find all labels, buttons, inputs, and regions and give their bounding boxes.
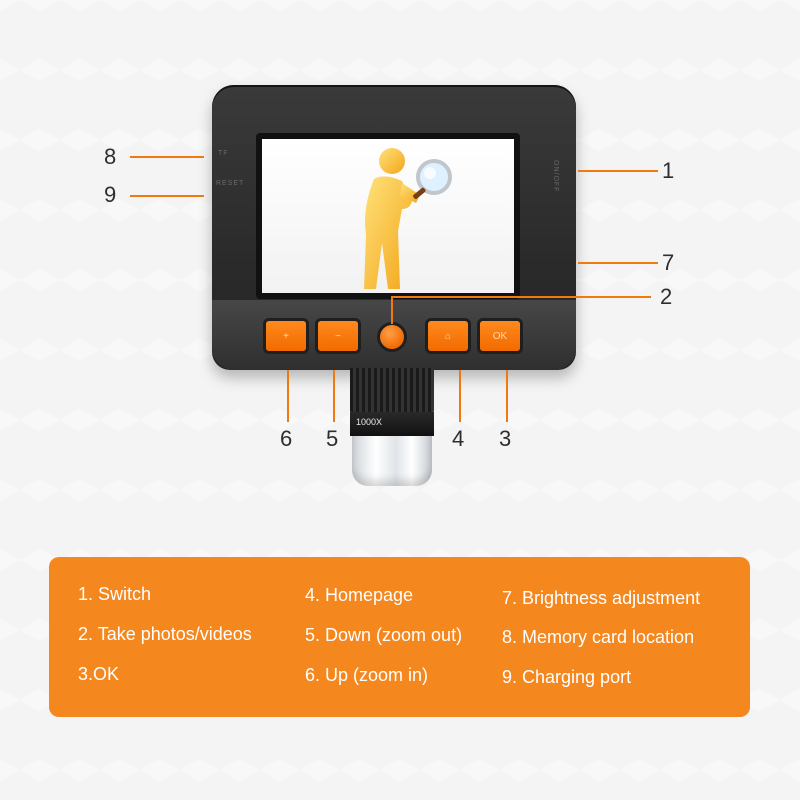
legend-item-take-photos: 2. Take photos/videos (78, 624, 252, 644)
legend-item-charging: 9. Charging port (502, 667, 632, 687)
callout-line-2-v (391, 296, 393, 324)
display-screen (262, 139, 514, 293)
power-mark: ON/OFF (552, 160, 559, 193)
lens-label: 1000X (350, 412, 434, 436)
legend-item-ok: 3.OK (78, 664, 120, 684)
led-lens (352, 436, 432, 486)
callout-8: 8 (104, 144, 117, 169)
callout-1: 1 (662, 158, 675, 183)
callout-line-8 (130, 156, 204, 158)
home-button[interactable]: ⌂ (428, 321, 468, 351)
callout-4: 4 (452, 426, 465, 451)
callout-line-5 (333, 370, 335, 422)
callout-line-3 (506, 370, 508, 422)
zoom-in-button[interactable]: + (266, 321, 306, 351)
capture-button[interactable] (380, 325, 404, 349)
zoom-out-button[interactable]: − (318, 321, 358, 351)
legend-panel (49, 557, 750, 717)
callout-9: 9 (104, 182, 117, 207)
callout-line-1 (578, 170, 658, 172)
callout-line-9 (130, 195, 204, 197)
callout-6: 6 (280, 426, 293, 451)
callout-line-2-h (391, 296, 651, 298)
callout-5: 5 (326, 426, 339, 451)
tf-mark: TF (218, 150, 229, 157)
callout-line-4 (459, 370, 461, 422)
legend-item-zoom-in: 6. Up (zoom in) (305, 665, 429, 685)
callout-7: 7 (662, 250, 675, 275)
legend-item-brightness: 7. Brightness adjustment (502, 588, 701, 608)
focus-ring (350, 368, 434, 416)
magnifier-person-icon (364, 148, 452, 289)
callout-line-6 (287, 370, 289, 422)
reset-mark: RESET (216, 180, 245, 187)
callout-2: 2 (660, 284, 673, 309)
legend-item-zoom-out: 5. Down (zoom out) (305, 625, 463, 645)
legend-item-memory-card: 8. Memory card location (502, 627, 695, 647)
callout-line-7 (578, 262, 658, 264)
callout-3: 3 (499, 426, 512, 451)
legend-item-switch: 1. Switch (78, 584, 152, 604)
ok-button[interactable]: OK (480, 321, 520, 351)
legend-item-homepage: 4. Homepage (305, 585, 414, 605)
